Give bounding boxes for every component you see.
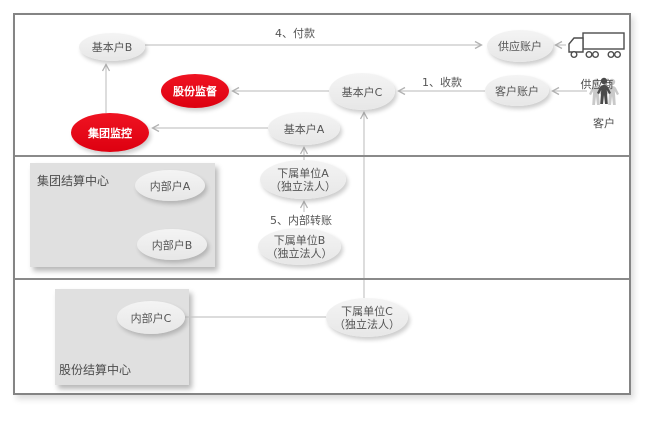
supplier-label: 供应商 bbox=[580, 78, 614, 91]
customer-label: 客户 bbox=[593, 117, 615, 130]
share-settlement-label: 股份结算中心 bbox=[59, 363, 132, 377]
node-sub-unit-a: 下属单位A （独立法人） bbox=[260, 160, 346, 199]
flow-label-internal-transfer: 5、内部转账 bbox=[252, 212, 350, 228]
node-basic-account-b: 基本户B bbox=[79, 33, 145, 61]
node-customer-account: 客户账户 bbox=[485, 75, 549, 106]
flow-label-payment: 4、付款 bbox=[275, 27, 315, 40]
truck-icon bbox=[568, 32, 625, 59]
diagram-frame: 集团结算中心 股份结算中心 4、付款 1、收款 5、内部转账 基本户B 股份监督… bbox=[13, 13, 631, 395]
node-basic-account-c: 基本户C bbox=[329, 73, 395, 110]
node-sub-unit-c: 下属单位C （独立法人） bbox=[326, 298, 408, 337]
node-group-monitor: 集团监控 bbox=[71, 113, 149, 152]
node-internal-account-a: 内部户A bbox=[135, 170, 205, 201]
connector-layer bbox=[101, 40, 587, 318]
node-sub-unit-c-label: 下属单位C bbox=[341, 304, 393, 318]
flow-label-collection: 1、收款 bbox=[422, 76, 462, 89]
node-sub-unit-b: 下属单位B （独立法人） bbox=[258, 228, 341, 265]
node-supplier-account: 供应账户 bbox=[487, 30, 553, 62]
section-divider-bottom bbox=[15, 278, 629, 280]
node-sub-unit-b-note: （独立法人） bbox=[266, 246, 333, 260]
node-sub-unit-c-note: （独立法人） bbox=[334, 317, 400, 331]
node-internal-account-c: 内部户C bbox=[117, 301, 185, 334]
node-internal-account-b: 内部户B bbox=[137, 229, 207, 260]
section-divider-top bbox=[15, 155, 629, 157]
node-sub-unit-a-label: 下属单位A bbox=[277, 166, 329, 180]
node-basic-account-a: 基本户A bbox=[268, 112, 340, 145]
node-sub-unit-a-note: （独立法人） bbox=[270, 179, 336, 193]
group-settlement-label: 集团结算中心 bbox=[37, 174, 110, 188]
node-sub-unit-b-label: 下属单位B bbox=[273, 233, 326, 247]
node-share-supervision: 股份监督 bbox=[161, 74, 229, 108]
